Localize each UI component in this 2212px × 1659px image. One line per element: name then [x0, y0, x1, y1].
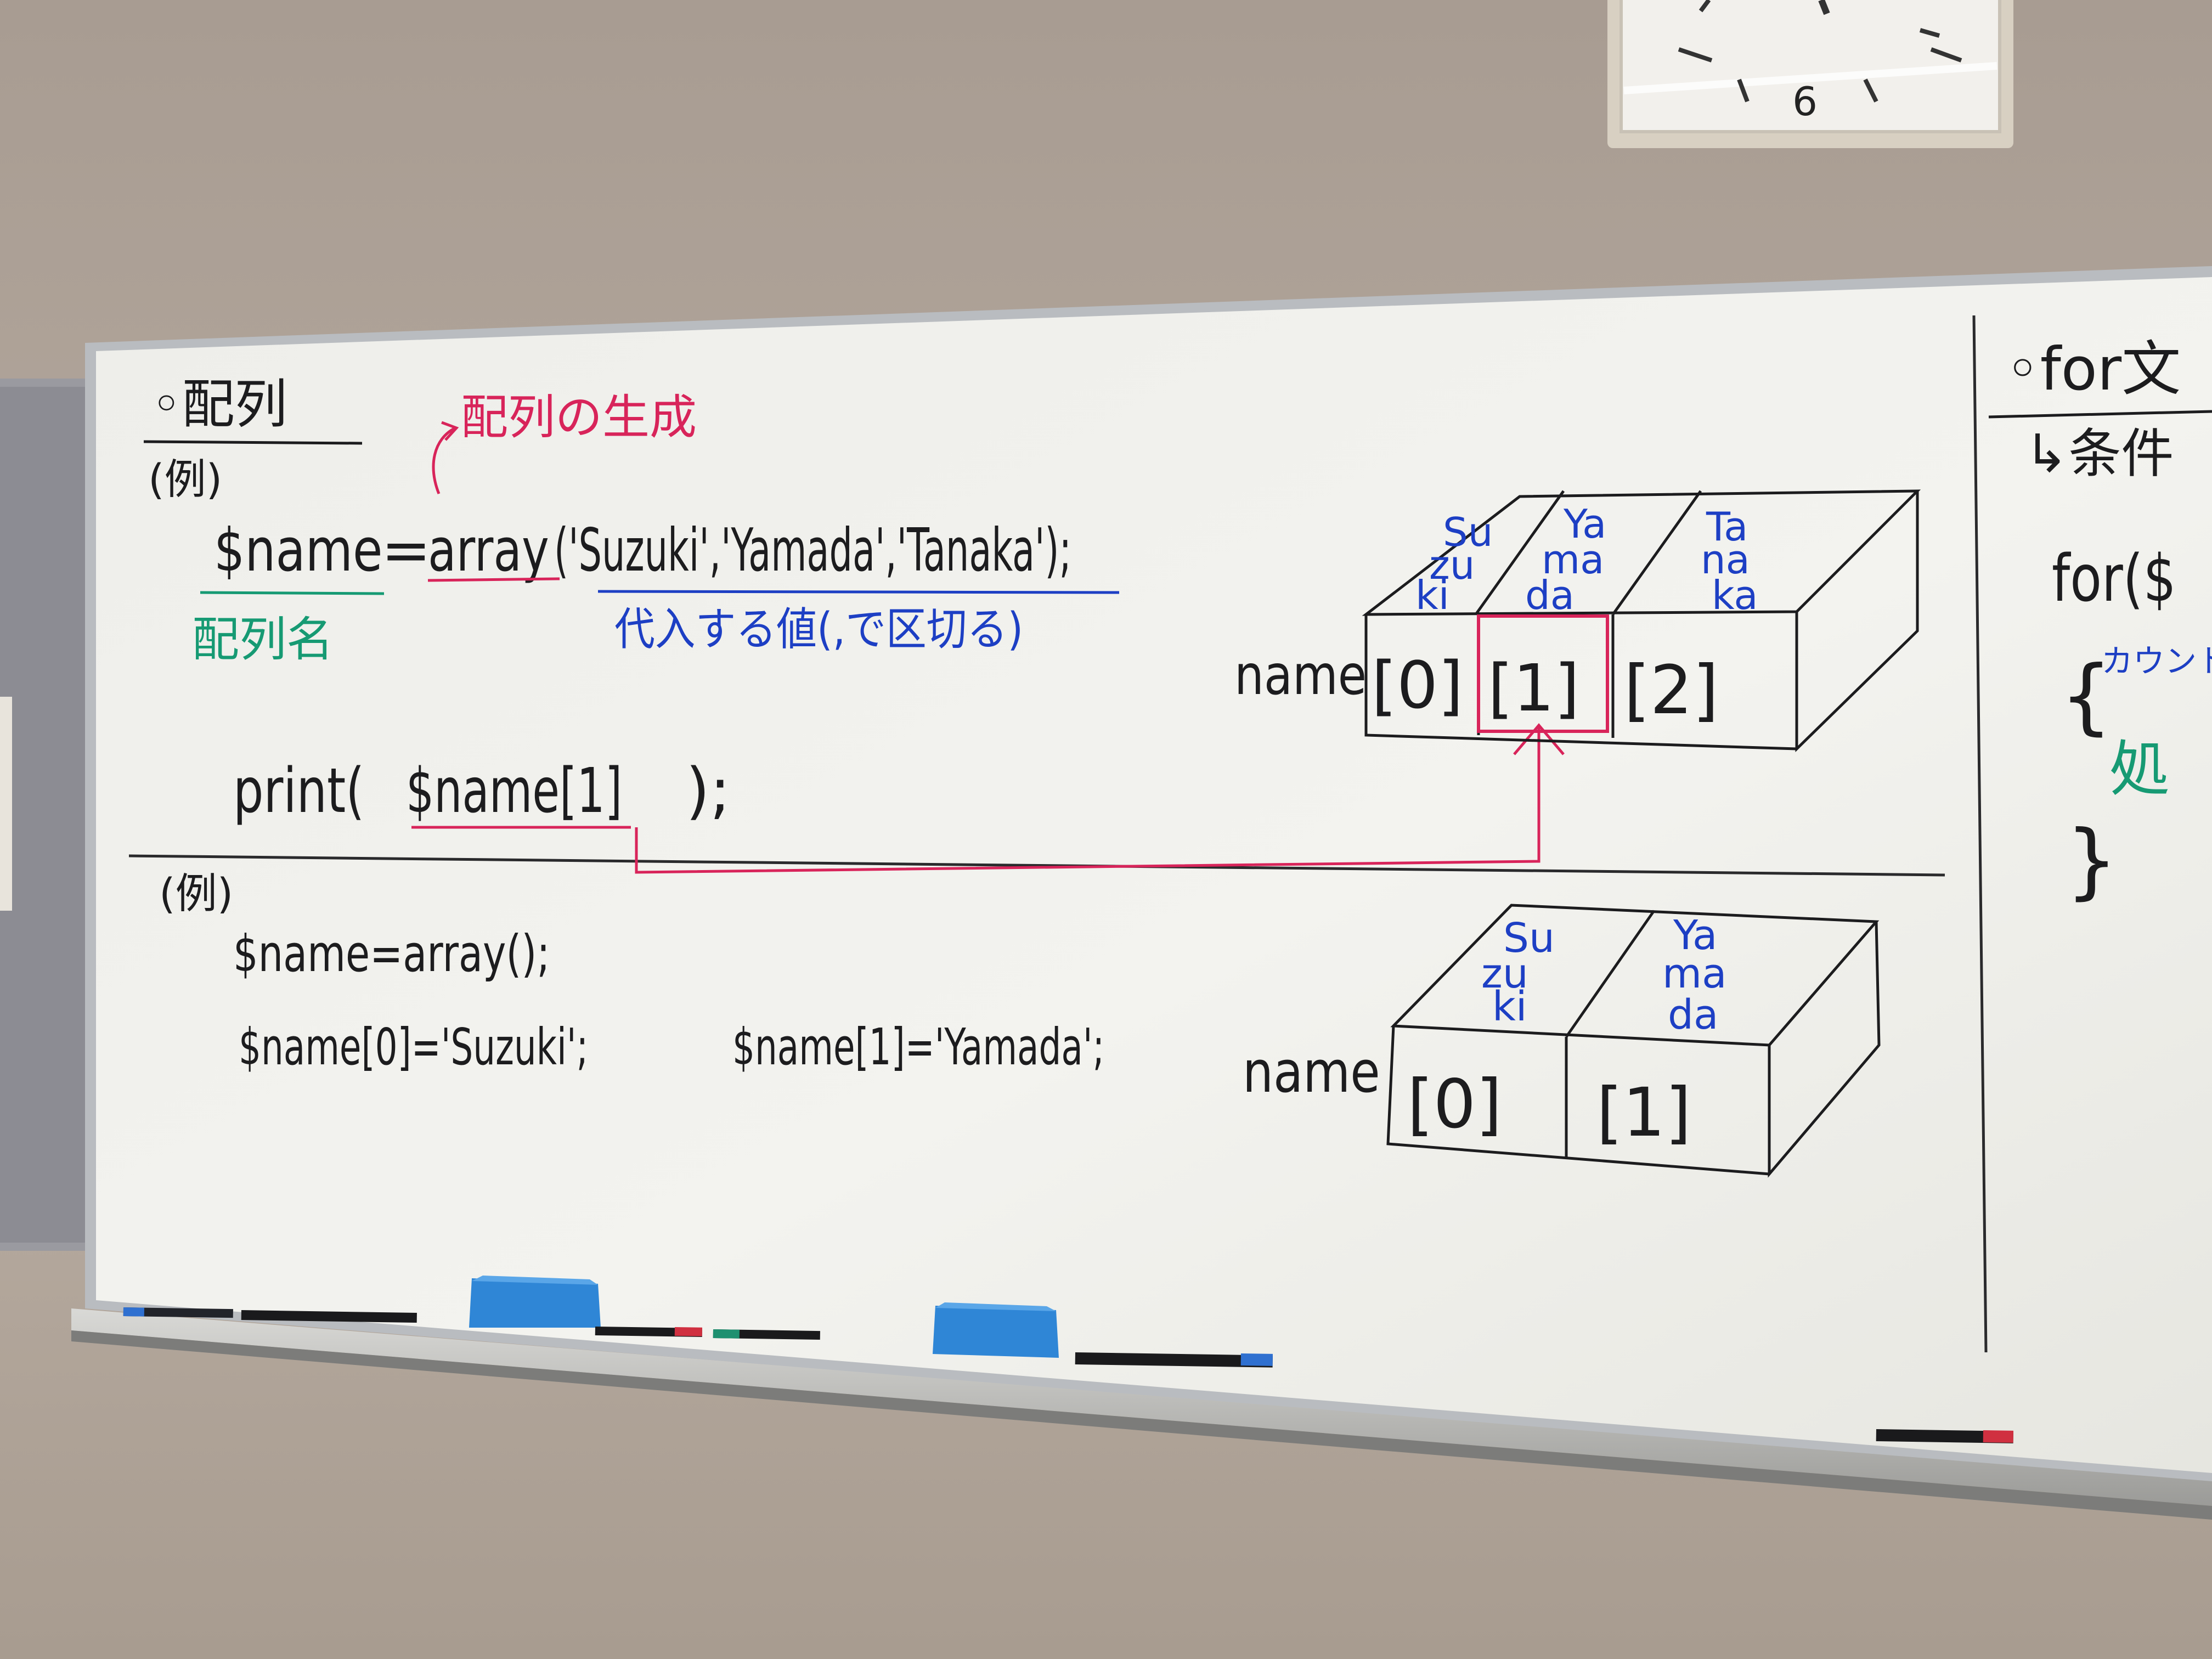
section-heading: ◦for文	[2005, 335, 2181, 404]
slot-index-0: [0]	[1372, 647, 1463, 723]
code-line: $name=array();	[233, 924, 550, 983]
slot-value: zu	[1481, 950, 1528, 997]
brace: {	[2060, 648, 2112, 744]
slot-index-1: [1]	[1596, 1074, 1691, 1152]
code-array-args: ('Suzuki','Yamada','Tanaka');	[554, 516, 1071, 585]
slot-value: ki	[1492, 983, 1527, 1030]
count-note: カウント	[2101, 642, 2212, 680]
code-line: $name[1]='Yamada';	[732, 1017, 1104, 1076]
slot-index-2: [2]	[1624, 651, 1719, 729]
slot-index-0: [0]	[1407, 1065, 1502, 1143]
example-label: (例)	[148, 455, 222, 504]
marker-blue	[123, 1307, 233, 1318]
slot-index-1: [1]	[1488, 650, 1579, 726]
array-name-label: name	[1234, 643, 1367, 707]
process-note: 処	[2109, 734, 2170, 804]
slot-value: ma	[1662, 950, 1726, 997]
for-section: ◦for文 ↳条件 for($ { カウント 処 }	[1988, 335, 2212, 909]
bulletin-board	[0, 379, 101, 1251]
example-label: (例)	[159, 869, 233, 918]
print-suffix: );	[686, 755, 730, 827]
brace: }	[2066, 813, 2118, 909]
marker-red	[1876, 1429, 2013, 1443]
slot-value: Ta	[1706, 504, 1748, 550]
slot-value: da	[1668, 991, 1718, 1039]
section-heading: ◦配列	[151, 374, 287, 435]
whiteboard	[85, 266, 2212, 1484]
slot-value: na	[1701, 537, 1750, 583]
slot-value: Su	[1503, 915, 1555, 962]
create-note-arrow	[432, 426, 456, 494]
marker-tray	[71, 1276, 2212, 1520]
code-array-function: array	[428, 516, 549, 585]
print-argument: $name[1]	[406, 755, 622, 827]
marker-black	[1075, 1352, 1273, 1368]
slot-value: ki	[1415, 572, 1449, 618]
eraser	[469, 1276, 601, 1328]
array-diagram-three: name [0] [1] [2] Su zu ki Ya ma da Ta na…	[1234, 489, 1921, 752]
code-line: $name[0]='Suzuki';	[239, 1017, 588, 1076]
highlighted-slot	[1477, 614, 1609, 733]
slot-value: ma	[1542, 537, 1604, 583]
example-divider	[128, 854, 1945, 877]
slot-value: zu	[1429, 542, 1475, 588]
for-code: for($	[2052, 541, 2176, 617]
array-section: ◦配列 (例) 配列の生成 $name = array ('Suzuki','Y…	[143, 374, 1565, 1076]
slot-value: ka	[1712, 572, 1758, 618]
section-divider	[1972, 315, 1988, 1353]
marker-green	[713, 1329, 820, 1340]
slot-value: da	[1525, 572, 1575, 618]
clock-numeral: 6	[1792, 78, 1818, 125]
array-name-label: name	[1243, 1039, 1380, 1105]
slot-value: Ya	[1563, 501, 1606, 547]
section-subheading: ↳条件	[2024, 423, 2174, 484]
eraser	[933, 1302, 1059, 1358]
print-prefix: print(	[233, 755, 364, 826]
slot-value: Ya	[1673, 912, 1717, 959]
marker-black	[241, 1310, 417, 1323]
array-diagram-two: name [0] [1] Su zu ki Ya ma da	[1243, 904, 1881, 1178]
wall-clock: 6	[1607, 0, 2013, 148]
index-pointer-arrow	[635, 727, 1541, 874]
assigned-values-note: 代入する値(,で区切る)	[614, 603, 1023, 656]
create-array-note: 配列の生成	[461, 390, 697, 445]
array-name-note: 配列名	[192, 612, 334, 667]
slot-value: Su	[1443, 509, 1493, 555]
code-variable: $name	[214, 516, 382, 585]
code-equals: =	[381, 516, 431, 585]
